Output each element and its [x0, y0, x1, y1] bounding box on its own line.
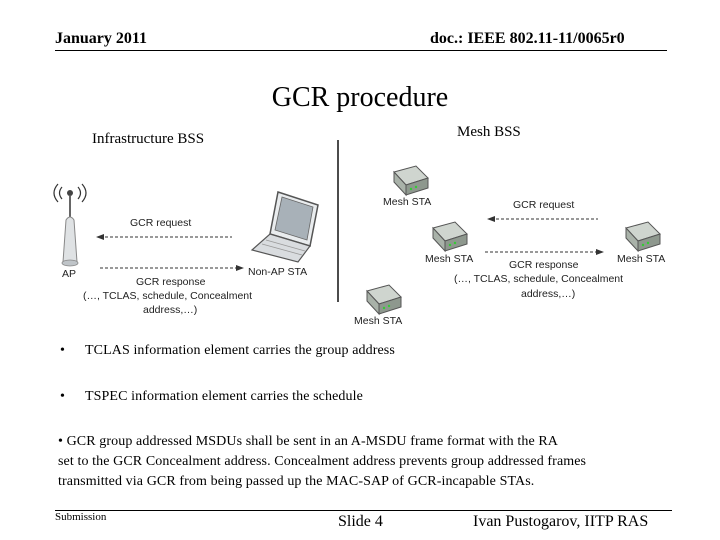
footer-author: Ivan Pustogarov, IITP RAS — [473, 513, 649, 530]
mesh-bss-label: Mesh BSS — [457, 124, 521, 140]
infra-response-params-cont: address,…) — [143, 304, 198, 316]
footer-slide-number: Slide 4 — [338, 513, 383, 530]
slide-title: GCR procedure — [271, 82, 449, 113]
mesh-response-params: (…, TCLAS, schedule, Concealment — [454, 273, 624, 285]
mesh-sta-right-icon — [625, 221, 661, 253]
bullet-gcr-line-2: set to the GCR Concealment address. Conc… — [58, 454, 587, 469]
bullet-marker-1: • — [60, 343, 66, 358]
ap-label: AP — [62, 268, 77, 280]
footer-submission: Submission — [55, 511, 107, 523]
mesh-response-label: GCR response — [509, 259, 579, 271]
header-doc-id: doc.: IEEE 802.11-11/0065r0 — [430, 30, 625, 47]
ap-antenna-icon — [53, 183, 87, 267]
header-date: January 2011 — [55, 30, 148, 47]
non-ap-sta-label: Non-AP STA — [248, 266, 308, 278]
mesh-response-params-cont: address,…) — [521, 288, 576, 300]
bullet-gcr-line-3: transmitted via GCR from being passed up… — [58, 474, 535, 489]
mesh-sta-mid-icon — [432, 221, 468, 253]
mesh-sta-top-icon — [393, 165, 429, 197]
infra-request-label: GCR request — [130, 217, 192, 229]
bullet-tclas: TCLAS information element carries the gr… — [85, 343, 395, 358]
bullet-gcr-line-1: • GCR group addressed MSDUs shall be sen… — [58, 434, 559, 449]
mesh-request-label: GCR request — [513, 199, 575, 211]
infra-response-params: (…, TCLAS, schedule, Concealment — [83, 290, 253, 302]
bullet-tspec: TSPEC information element carries the sc… — [85, 389, 363, 404]
mesh-sta-bottom-label: Mesh STA — [354, 315, 403, 327]
infra-response-label: GCR response — [136, 276, 206, 288]
mesh-sta-top-label: Mesh STA — [383, 196, 432, 208]
header-divider — [55, 50, 667, 51]
mesh-sta-bottom-icon — [366, 284, 402, 316]
mesh-sta-right-label: Mesh STA — [617, 253, 666, 265]
laptop-icon — [250, 191, 319, 263]
bullet-marker-2: • — [60, 389, 66, 404]
infrastructure-bss-label: Infrastructure BSS — [92, 131, 205, 147]
mesh-sta-mid-label: Mesh STA — [425, 253, 474, 265]
footer-divider — [55, 510, 672, 511]
